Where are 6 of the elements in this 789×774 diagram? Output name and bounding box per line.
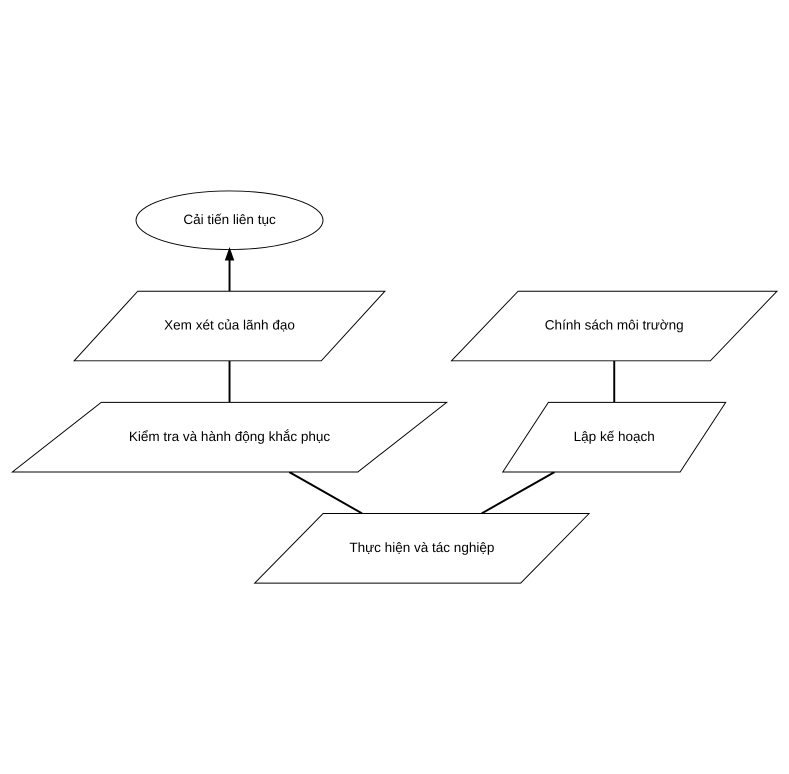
- node-ellipse: Cải tiến liên tục: [136, 190, 324, 250]
- connector: [613, 360, 616, 402]
- connector: [228, 360, 230, 402]
- arrow: [224, 246, 234, 291]
- connector: [288, 471, 363, 514]
- connector: [481, 471, 555, 514]
